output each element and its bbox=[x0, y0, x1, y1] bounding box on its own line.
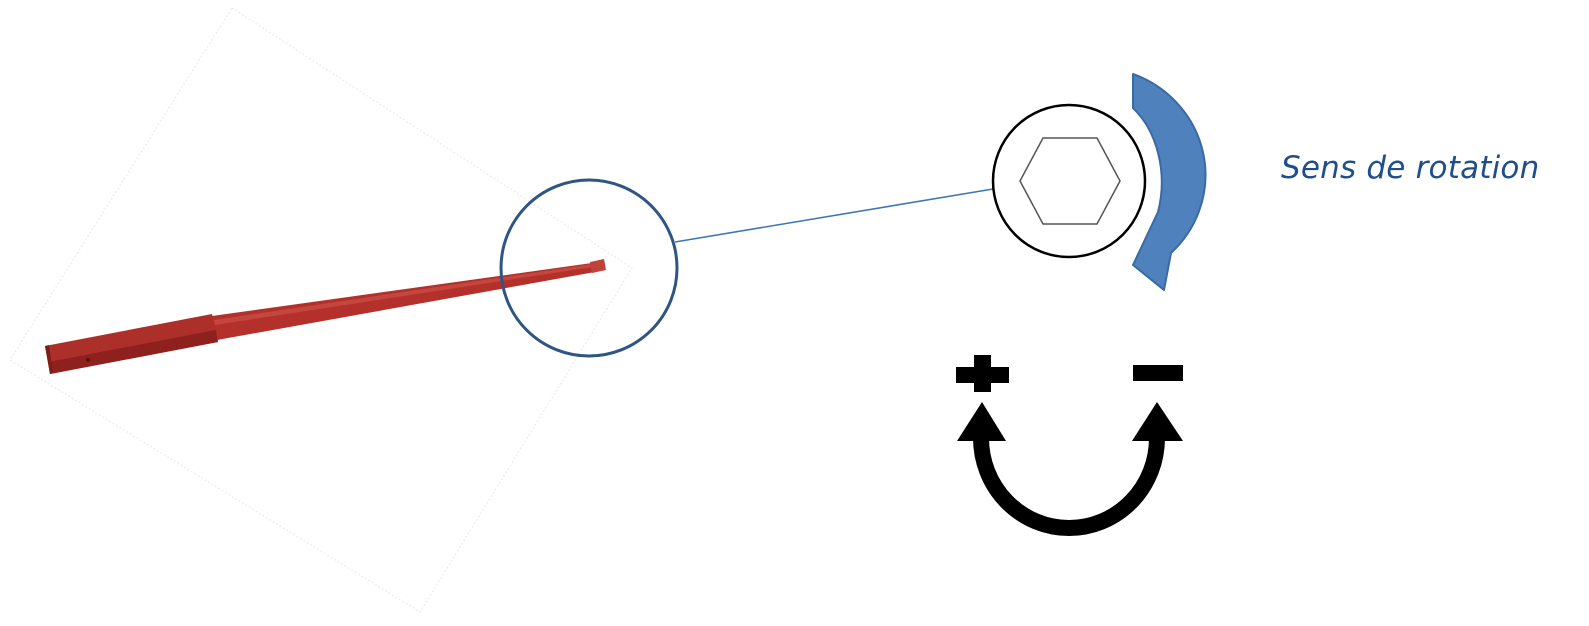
right-arrowhead-icon bbox=[1132, 402, 1183, 441]
u-arc bbox=[973, 437, 1165, 536]
direction-symbol bbox=[956, 355, 1183, 536]
zoom-circle bbox=[499, 178, 679, 358]
photo-frame-outline bbox=[9, 7, 633, 613]
minus-icon bbox=[1133, 365, 1183, 381]
rod-shaft-highlight bbox=[214, 264, 593, 325]
rod-shaft bbox=[212, 263, 595, 340]
rod-handle-end bbox=[45, 345, 53, 374]
left-arrowhead-icon bbox=[957, 402, 1006, 441]
hex-key-rod bbox=[45, 259, 606, 374]
leader-line bbox=[674, 188, 994, 243]
plus-icon-vertical bbox=[974, 355, 991, 392]
hex-detail-circle bbox=[991, 103, 1147, 259]
rod-handle-shadow bbox=[48, 330, 218, 374]
rotation-arrow-icon bbox=[1132, 73, 1207, 291]
hex-detail bbox=[991, 103, 1147, 259]
rotation-direction-label: Sens de rotation bbox=[1281, 150, 1540, 186]
hexagon-icon bbox=[1019, 137, 1121, 225]
rod-handle-hole bbox=[86, 358, 90, 362]
rod-tip bbox=[590, 259, 606, 273]
